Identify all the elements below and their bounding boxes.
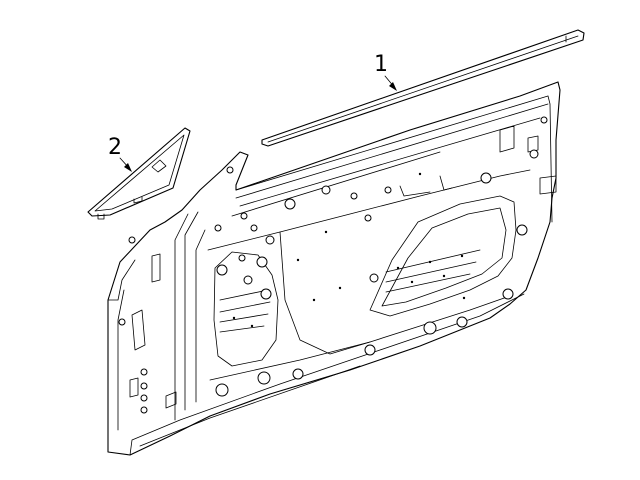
callout-2-label: 2 [108, 135, 122, 160]
callout-2-arrowhead [124, 163, 132, 172]
mirror-corner-cover[interactable] [87, 127, 191, 220]
belt-molding-strip[interactable] [261, 29, 585, 147]
door-shell [107, 81, 561, 456]
callout-1-label: 1 [374, 52, 388, 77]
callout-1-arrowhead [389, 82, 397, 91]
